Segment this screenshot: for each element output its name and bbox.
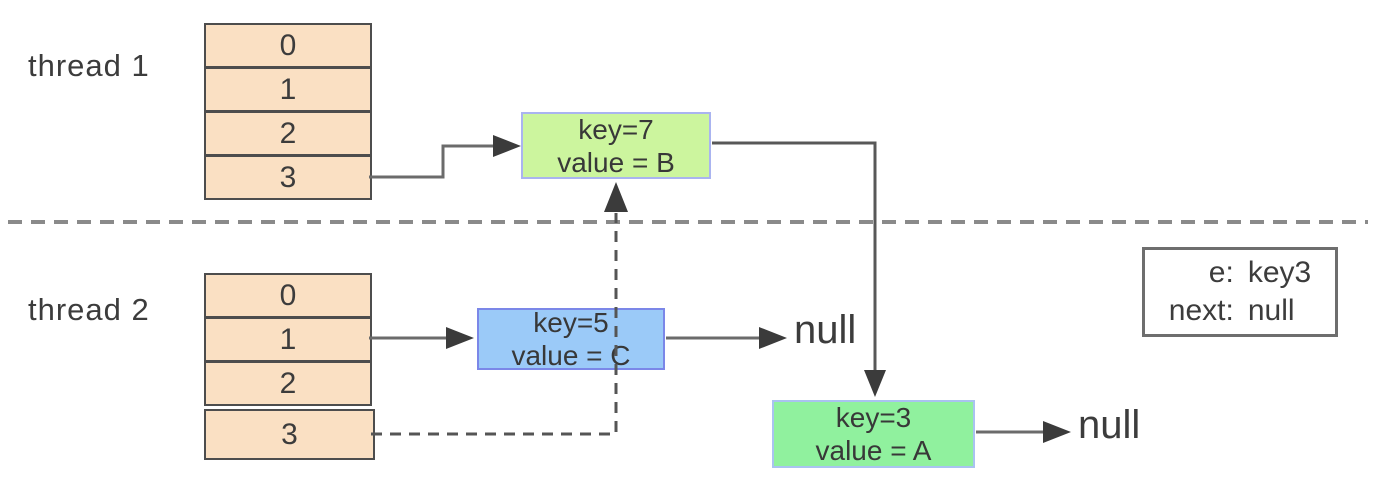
node-key5-key: key=5	[533, 307, 609, 338]
arrow-t1-bucket3-to-key7	[369, 144, 496, 179]
thread-2-bucket-3: 3	[204, 409, 375, 460]
thread-2-bucket-array: 0 1 2	[204, 273, 372, 406]
node-key3-key: key=3	[835, 402, 912, 433]
arrowhead-t2-bucket1-to-key5	[446, 327, 474, 349]
node-key5: key=5 value = C	[477, 307, 665, 371]
arrowhead-t2-bucket3-to-key7	[604, 182, 628, 212]
thread-2-bucket-2: 2	[279, 366, 297, 400]
thread-2-bucket-0: 0	[206, 275, 370, 319]
arrowhead-t1-bucket3-to-key7	[493, 135, 521, 157]
node-key3: key=3 value = A	[772, 400, 975, 468]
entry-field-e-value: key3	[1247, 256, 1312, 289]
entry-field-next-value: null	[1247, 294, 1295, 327]
arrowhead-key3-to-null	[1043, 421, 1071, 443]
thread-2-bucket-1: 1	[206, 319, 370, 363]
entry-field-e-label: e:	[1208, 256, 1234, 289]
node-key7-key: key=7	[578, 113, 654, 145]
thread-1-bucket-3: 3	[279, 160, 297, 194]
node-key7: key=7 value = B	[521, 112, 711, 179]
thread-1-bucket-2: 2	[206, 113, 370, 157]
node-key7-value: value = B	[557, 146, 675, 178]
arrowhead-key5-to-null	[759, 327, 787, 349]
node-key3-value: value = A	[815, 435, 932, 466]
thread-2-label: thread 2	[28, 292, 150, 327]
null-label-after-key3: null	[1078, 403, 1141, 447]
null-label-after-key5: null	[794, 308, 857, 352]
thread-1-label: thread 1	[28, 48, 150, 83]
node-key5-value: value = C	[511, 340, 631, 371]
entry-field-next-label: next:	[1168, 294, 1234, 327]
arrowhead-key7-to-key3	[864, 370, 886, 397]
thread-1-bucket-0: 0	[206, 25, 370, 69]
thread-1-bucket-array: 0 1 2 3	[204, 23, 372, 200]
entry-info-grid: e: key3 next: null	[1169, 256, 1311, 328]
thread-1-bucket-1: 1	[206, 69, 370, 113]
entry-info-box: e: key3 next: null	[1142, 247, 1338, 337]
